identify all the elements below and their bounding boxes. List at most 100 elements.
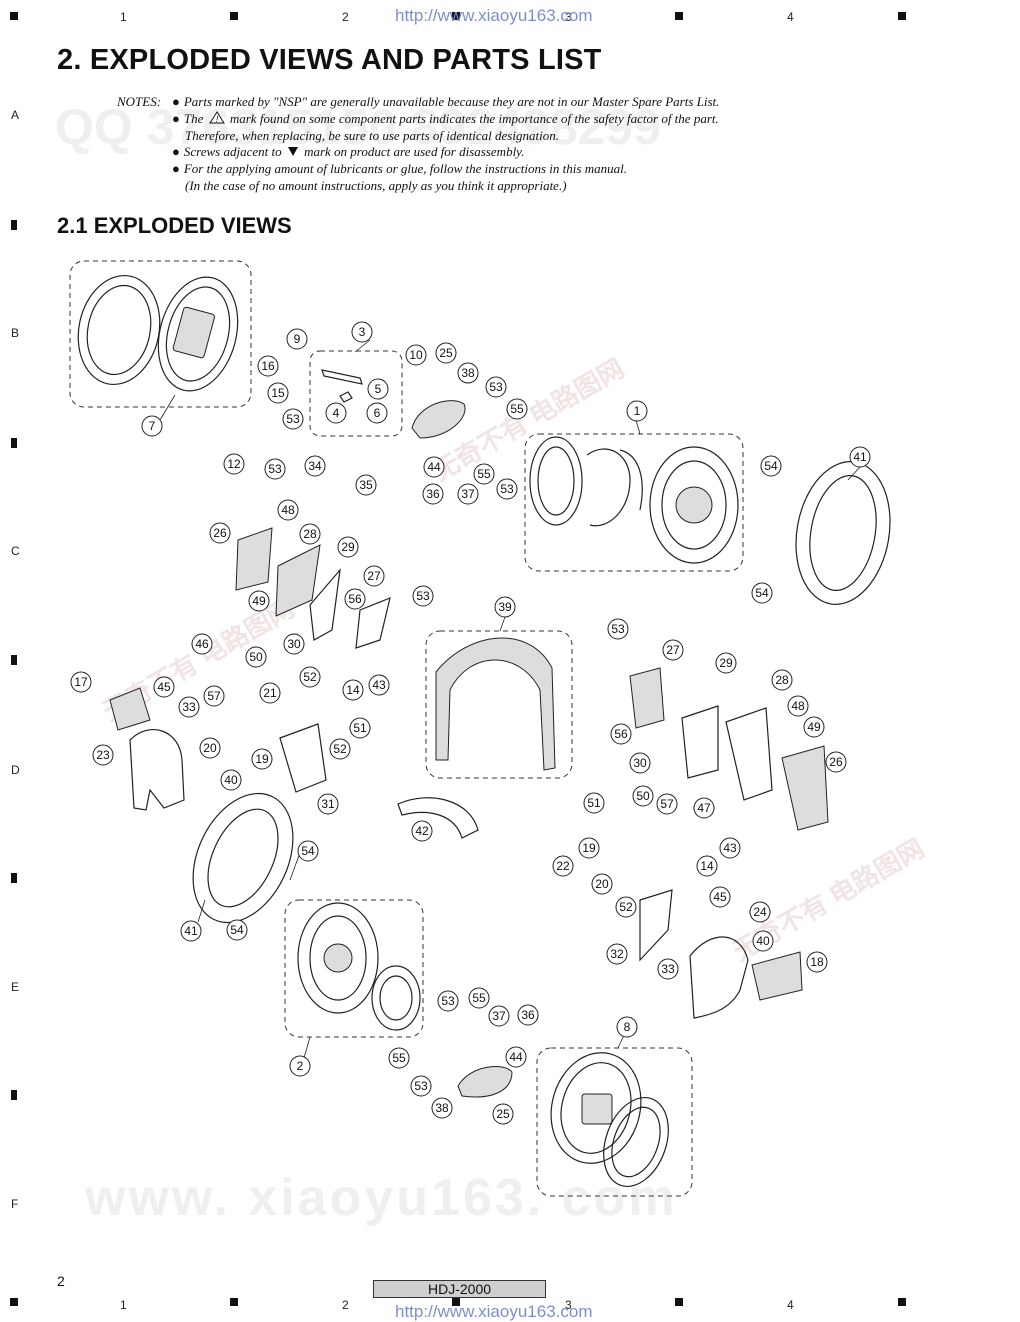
callout-39: 39 xyxy=(494,596,516,618)
column-number: 4 xyxy=(787,1298,794,1312)
callout-49: 49 xyxy=(803,716,825,738)
callout-43: 43 xyxy=(719,837,741,859)
callout-31: 31 xyxy=(317,793,339,815)
ear-cup-assembly-left xyxy=(77,274,239,392)
callout-44: 44 xyxy=(505,1046,527,1068)
section-title: 2.1 EXPLODED VIEWS xyxy=(57,213,292,238)
svg-text:10: 10 xyxy=(409,348,423,362)
svg-text:17: 17 xyxy=(74,675,88,689)
callout-35: 35 xyxy=(355,474,377,496)
column-number: 2 xyxy=(342,10,349,24)
slider-right xyxy=(725,707,773,801)
svg-text:18: 18 xyxy=(810,955,824,969)
callout-33: 33 xyxy=(657,958,679,980)
callout-45: 45 xyxy=(153,676,175,698)
callout-7: 7 xyxy=(141,415,163,437)
edge-marker xyxy=(675,12,683,20)
callout-52: 52 xyxy=(299,666,321,688)
svg-text:46: 46 xyxy=(195,637,209,651)
callout-47: 47 xyxy=(693,797,715,819)
slider-plate-right xyxy=(681,705,719,779)
callout-24: 24 xyxy=(749,901,771,923)
group-box-8 xyxy=(536,1047,693,1197)
svg-text:48: 48 xyxy=(281,503,295,517)
callout-26: 26 xyxy=(825,751,847,773)
group-box-3 xyxy=(309,350,403,437)
svg-text:23: 23 xyxy=(96,748,110,762)
svg-text:40: 40 xyxy=(756,934,770,948)
callout-4: 4 xyxy=(325,402,347,424)
svg-text:54: 54 xyxy=(764,459,778,473)
callout-55: 55 xyxy=(468,987,490,1009)
callout-26: 26 xyxy=(209,522,231,544)
callout-57: 57 xyxy=(656,793,678,815)
svg-text:36: 36 xyxy=(426,487,440,501)
warning-triangle-icon: ! xyxy=(208,110,225,124)
callout-25: 25 xyxy=(435,342,457,364)
callout-53: 53 xyxy=(437,990,459,1012)
svg-text:19: 19 xyxy=(255,752,269,766)
svg-text:57: 57 xyxy=(660,797,674,811)
callout-54: 54 xyxy=(297,840,319,862)
svg-text:30: 30 xyxy=(287,637,301,651)
callout-42: 42 xyxy=(411,820,433,842)
svg-text:33: 33 xyxy=(661,962,675,976)
page-title: 2. EXPLODED VIEWS AND PARTS LIST xyxy=(57,44,602,76)
svg-text:53: 53 xyxy=(441,994,455,1008)
callout-36: 36 xyxy=(422,483,444,505)
svg-text:56: 56 xyxy=(348,592,362,606)
callout-2: 2 xyxy=(289,1055,311,1077)
callout-14: 14 xyxy=(696,855,718,877)
svg-text:55: 55 xyxy=(392,1051,406,1065)
edge-marker xyxy=(452,1298,460,1306)
svg-text:14: 14 xyxy=(346,683,360,697)
svg-text:1: 1 xyxy=(634,404,641,418)
svg-text:12: 12 xyxy=(227,457,241,471)
svg-text:45: 45 xyxy=(157,680,171,694)
corner-marker xyxy=(10,12,18,20)
hinge-cap-left xyxy=(109,687,151,731)
callout-10: 10 xyxy=(405,344,427,366)
svg-text:43: 43 xyxy=(372,678,386,692)
svg-text:15: 15 xyxy=(271,386,285,400)
ear-pad-right xyxy=(795,461,891,605)
callout-57: 57 xyxy=(203,685,225,707)
bullet-icon: ● xyxy=(172,161,180,177)
callout-16: 16 xyxy=(257,355,279,377)
arm-cover-right xyxy=(639,889,673,962)
svg-text:51: 51 xyxy=(353,721,367,735)
callout-53: 53 xyxy=(282,408,304,430)
column-number: 1 xyxy=(120,10,127,24)
svg-text:45: 45 xyxy=(713,890,727,904)
svg-text:28: 28 xyxy=(303,527,317,541)
callout-48: 48 xyxy=(787,695,809,717)
svg-text:2: 2 xyxy=(297,1059,304,1073)
svg-text:29: 29 xyxy=(719,656,733,670)
svg-text:37: 37 xyxy=(492,1009,506,1023)
group-box-1 xyxy=(524,433,744,572)
driver-assembly-left xyxy=(297,902,421,1031)
svg-text:27: 27 xyxy=(367,569,381,583)
slider-left xyxy=(275,544,321,617)
footer-url: http://www.xiaoyu163.com xyxy=(395,1302,593,1321)
svg-text:27: 27 xyxy=(666,643,680,657)
callout-27: 27 xyxy=(662,639,684,661)
svg-text:52: 52 xyxy=(303,670,317,684)
model-name-box: HDJ-2000 xyxy=(373,1280,546,1298)
callout-9: 9 xyxy=(286,328,308,350)
edge-marker xyxy=(11,438,17,448)
callout-55: 55 xyxy=(506,398,528,420)
svg-text:38: 38 xyxy=(461,366,475,380)
svg-text:8: 8 xyxy=(624,1020,631,1034)
callout-54: 54 xyxy=(760,455,782,477)
page-number: 2 xyxy=(57,1273,65,1289)
svg-text:54: 54 xyxy=(230,923,244,937)
callout-55: 55 xyxy=(388,1047,410,1069)
column-number: 1 xyxy=(120,1298,127,1312)
callout-17: 17 xyxy=(70,671,92,693)
callout-18: 18 xyxy=(806,951,828,973)
yoke-left xyxy=(129,729,185,811)
ear-cup-assembly-right xyxy=(550,1052,669,1188)
callout-53: 53 xyxy=(496,478,518,500)
